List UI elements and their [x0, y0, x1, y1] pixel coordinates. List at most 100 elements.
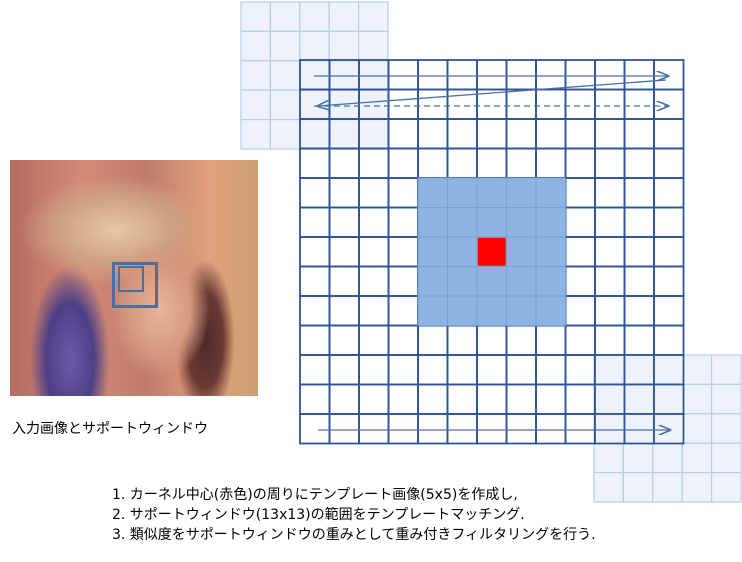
grid-cell — [299, 265, 331, 297]
grid-cell — [476, 59, 508, 91]
grid-cell — [328, 324, 360, 356]
ghost-cell — [240, 60, 271, 91]
grid-cell — [594, 354, 626, 386]
grid-cell — [564, 324, 596, 356]
grid-cell — [564, 413, 596, 445]
grid-cell — [653, 354, 685, 386]
grid-cell — [358, 265, 390, 297]
grid-cell — [535, 118, 567, 150]
template-cell — [535, 177, 566, 208]
grid-cell — [594, 206, 626, 238]
ghost-cell — [681, 472, 713, 503]
ghost-cell — [328, 1, 360, 32]
template-marker — [118, 266, 144, 292]
template-region — [417, 177, 566, 326]
ghost-cell — [681, 413, 713, 444]
grid-cell — [417, 147, 449, 179]
grid-cell — [446, 383, 478, 415]
grid-cell — [328, 354, 360, 386]
template-cell — [447, 177, 478, 208]
grid-cell — [387, 59, 419, 91]
grid-cell — [653, 383, 685, 415]
grid-cell — [653, 324, 685, 356]
grid-cell — [594, 295, 626, 327]
scan-return-arrow — [318, 79, 667, 106]
grid-cell — [623, 59, 655, 91]
grid-cell — [328, 265, 360, 297]
grid-cell — [564, 118, 596, 150]
step-1: 1. カーネル中心(赤色)の周りにテンプレート画像(5x5)を作成し, — [112, 487, 518, 503]
grid-cell — [623, 118, 655, 150]
template-ghost-topleft — [240, 1, 389, 150]
grid-cell — [387, 265, 419, 297]
support-window-marker — [112, 262, 158, 308]
grid-cell — [564, 147, 596, 179]
grid-cell — [564, 177, 596, 209]
grid-cell — [594, 118, 626, 150]
grid-cell — [387, 118, 419, 150]
ghost-cell — [240, 1, 271, 32]
ghost-cell — [593, 472, 624, 503]
grid-cell — [623, 236, 655, 268]
ghost-cell — [299, 118, 330, 150]
grid-cell — [358, 383, 390, 415]
template-cell — [417, 207, 448, 238]
grid-cell — [623, 383, 655, 415]
grid-cell — [535, 147, 567, 179]
grid-cell — [446, 59, 478, 91]
grid-cell — [535, 59, 567, 91]
ghost-cell — [593, 442, 624, 474]
grid-cell — [417, 413, 449, 445]
grid-cell — [417, 354, 449, 386]
step-2: 2. サポートウィンドウ(13x13)の範囲をテンプレートマッチング. — [112, 507, 525, 523]
grid-cell — [653, 413, 685, 445]
template-cell — [447, 207, 478, 238]
ghost-cell — [681, 442, 713, 474]
grid-cell — [328, 383, 360, 415]
grid-cell — [328, 236, 360, 268]
template-cell — [476, 177, 507, 208]
template-cell — [506, 207, 537, 238]
grid-cell — [653, 206, 685, 238]
grid-cell — [387, 88, 419, 120]
grid-cell — [594, 236, 626, 268]
grid-cell — [535, 324, 567, 356]
grid-cell — [623, 147, 655, 179]
scan-arrows — [314, 76, 670, 430]
ghost-cell — [358, 89, 389, 121]
ghost-cell — [652, 442, 683, 474]
ghost-cell — [681, 383, 713, 415]
ghost-cell — [269, 30, 301, 62]
grid-cell — [358, 295, 390, 327]
grid-cell — [535, 88, 567, 120]
grid-cell — [328, 206, 360, 238]
ghost-cell — [240, 118, 271, 150]
ghost-cell — [299, 1, 330, 32]
ghost-cell — [328, 118, 360, 150]
grid-cell — [623, 177, 655, 209]
grid-cell — [299, 295, 331, 327]
grid-cell — [564, 383, 596, 415]
ghost-cell — [710, 354, 742, 385]
template-cell — [417, 295, 448, 326]
grid-cell — [594, 324, 626, 356]
grid-cell — [623, 265, 655, 297]
grid-cell — [653, 177, 685, 209]
template-cell — [535, 236, 566, 267]
grid-cell — [446, 354, 478, 386]
template-cell — [506, 177, 537, 208]
grid-cell — [328, 177, 360, 209]
ghost-cell — [622, 442, 654, 474]
grid-cell — [594, 147, 626, 179]
grid-cell — [328, 147, 360, 179]
grid-cell — [417, 118, 449, 150]
input-image — [10, 160, 258, 396]
grid-cell — [564, 265, 596, 297]
ghost-cell — [269, 1, 301, 32]
grid-cell — [358, 177, 390, 209]
ghost-cell — [710, 472, 742, 503]
grid-cell — [623, 324, 655, 356]
grid-cell — [299, 324, 331, 356]
ghost-cell — [710, 413, 742, 444]
ghost-cell — [240, 30, 271, 62]
